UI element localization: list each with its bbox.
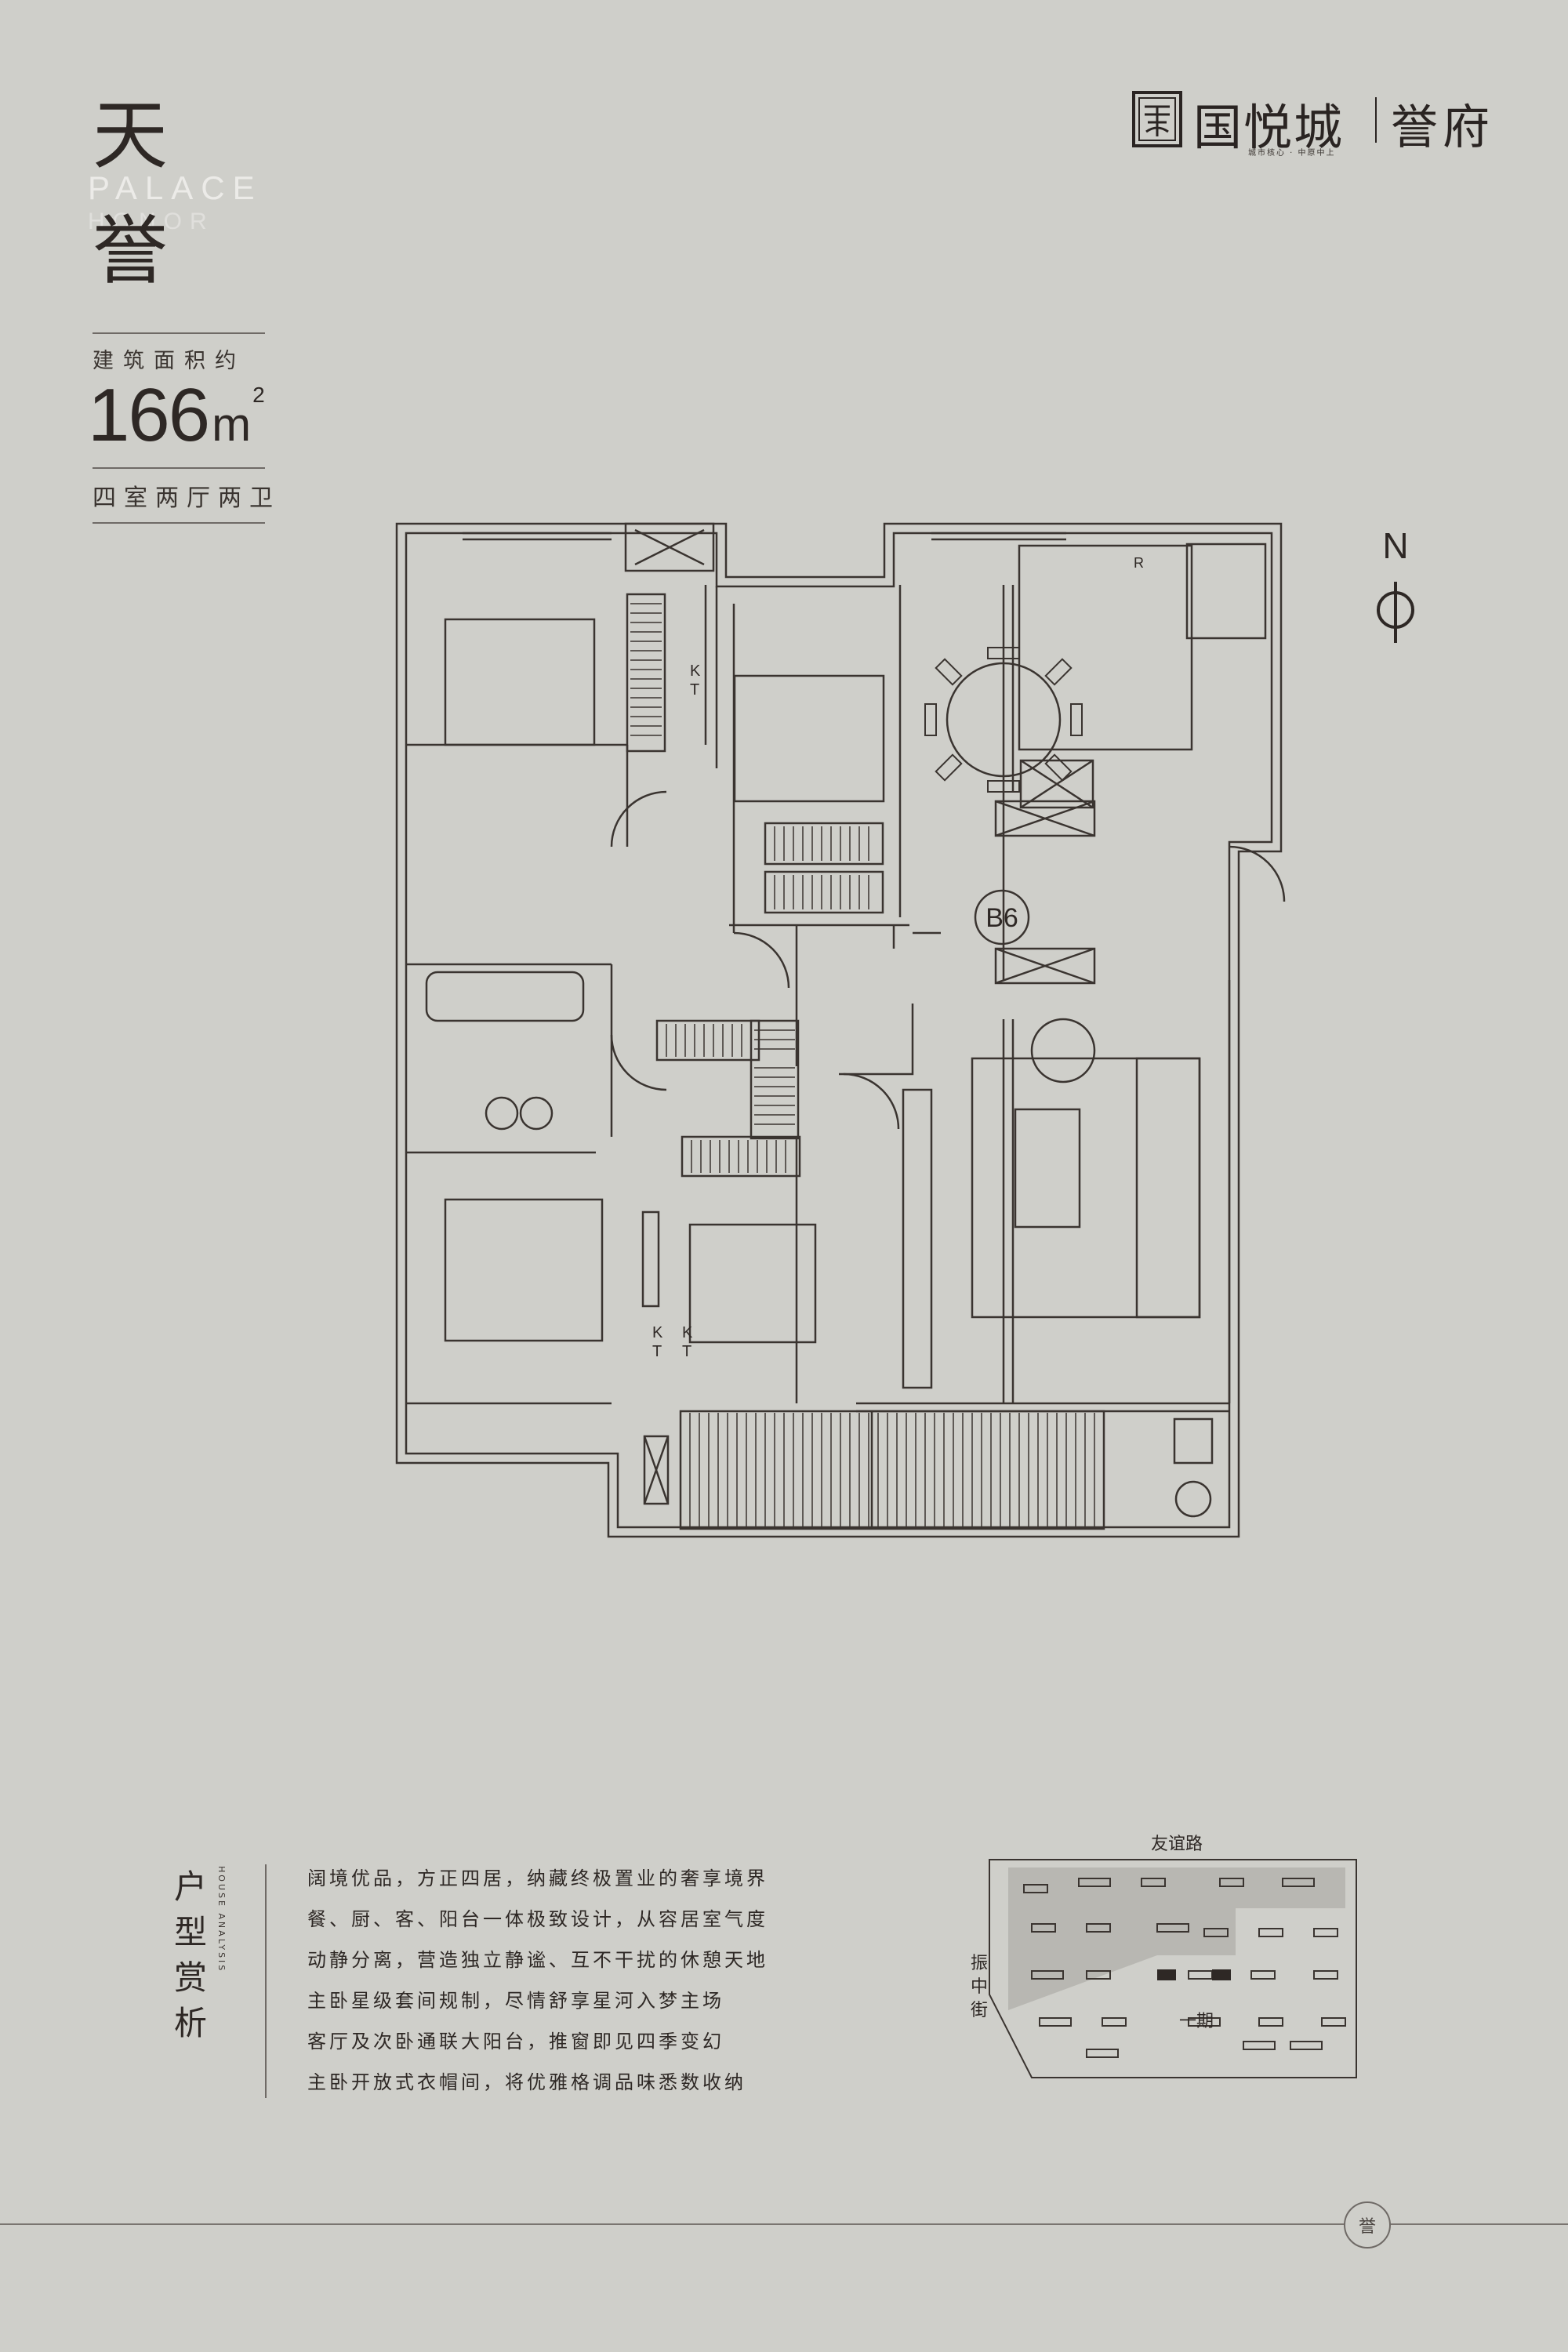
divider-mid	[93, 467, 265, 469]
site-map-side-road: 振 中 街	[971, 1952, 991, 2023]
area-label: 建筑面积约	[93, 349, 245, 373]
title-en-line2: HONOR	[88, 209, 215, 234]
bed-master	[444, 618, 596, 746]
brand-logo: 国悦城 城市核心 · 中原中上 誉府	[1132, 88, 1501, 158]
analysis-line-6: 主卧开放式衣帽间，将优雅格调品味悉数收纳	[307, 2071, 746, 2093]
kt-label-k-1: K	[690, 662, 701, 680]
outer-wall	[395, 522, 1283, 1538]
area-value: 166 m 2	[88, 378, 265, 453]
kt-label-t-2: T	[652, 1343, 662, 1360]
door-swing	[610, 790, 1286, 1130]
analysis-title-char-2: 型	[173, 1913, 207, 1951]
sub-brand-name: 誉府	[1391, 100, 1494, 155]
area-number: 166	[88, 373, 210, 457]
area-unit: m	[212, 398, 252, 451]
kt-label-t-3: T	[682, 1343, 691, 1360]
logo-divider	[1375, 97, 1377, 143]
site-map	[989, 1859, 1357, 2078]
unit-label: B6	[985, 903, 1018, 933]
analysis-title: 户 型 赏 析	[171, 1864, 210, 2046]
analysis-en-label: HOUSE ANALYSIS	[216, 1866, 227, 1973]
analysis-title-char-4: 析	[173, 2004, 207, 2042]
layout-type: 四室两厅两卫	[93, 485, 281, 512]
analysis-title-char-3: 赏	[173, 1958, 207, 1997]
footer-seal-char: 誉	[1358, 2217, 1376, 2237]
compass-north-label: N	[1382, 525, 1408, 566]
analysis-line-3: 动静分离，营造独立静谧、互不干扰的休憩天地	[307, 1949, 768, 1971]
bed-third	[444, 1198, 604, 1342]
footer-seal-icon: 誉	[1344, 2201, 1391, 2249]
divider-bottom	[93, 522, 265, 524]
side-road-char-2: 中	[971, 1977, 989, 1997]
site-map-top-road: 友谊路	[1151, 1835, 1203, 1854]
title-char-1: 天	[93, 92, 168, 180]
analysis-line-2: 餐、厨、客、阳台一体极致设计，从容居室气度	[307, 1908, 768, 1930]
brand-seal-icon	[1132, 91, 1182, 147]
brand-name: 国悦城	[1193, 99, 1345, 156]
outer-wall-inner	[405, 532, 1273, 1529]
analysis-line-1: 阔境优品，方正四居，纳藏终极置业的奢享境界	[307, 1867, 768, 1889]
side-road-char-3: 街	[971, 2001, 989, 2020]
analysis-line-4: 主卧星级套间规制，尽情舒享星河入梦主场	[307, 1990, 724, 2012]
analysis-text: 阔境优品，方正四居，纳藏终极置业的奢享境界 餐、厨、客、阳台一体极致设计，从容居…	[307, 1858, 768, 2103]
brand-slogan: 城市核心 · 中原中上	[1248, 149, 1336, 158]
kt-label-t-1: T	[690, 681, 699, 699]
north-compass: N	[1372, 525, 1419, 651]
kt-label-k-3: K	[682, 1324, 693, 1341]
analysis-title-char-1: 户	[173, 1867, 207, 1906]
divider-top	[93, 332, 265, 334]
footer-line	[0, 2223, 1568, 2225]
kt-label-k-2: K	[652, 1324, 663, 1341]
title-char-2: 誉	[93, 207, 168, 295]
site-map-phase-label: 一期	[1179, 2012, 1214, 2031]
area-unit-superscript: 2	[252, 383, 265, 407]
side-road-char-1: 振	[971, 1954, 989, 1973]
floor-plan: B6 K T K T K T R	[395, 522, 1286, 1538]
analysis-divider	[265, 1864, 267, 2098]
bed-fourth	[688, 1223, 817, 1344]
compass-icon: N	[1377, 525, 1414, 643]
title-en-line1: PALACE	[88, 169, 263, 206]
fridge-label: R	[1134, 555, 1144, 571]
analysis-line-5: 客厅及次卧通联大阳台，推窗即见四季变幻	[307, 2031, 724, 2053]
bed-second	[733, 674, 885, 803]
